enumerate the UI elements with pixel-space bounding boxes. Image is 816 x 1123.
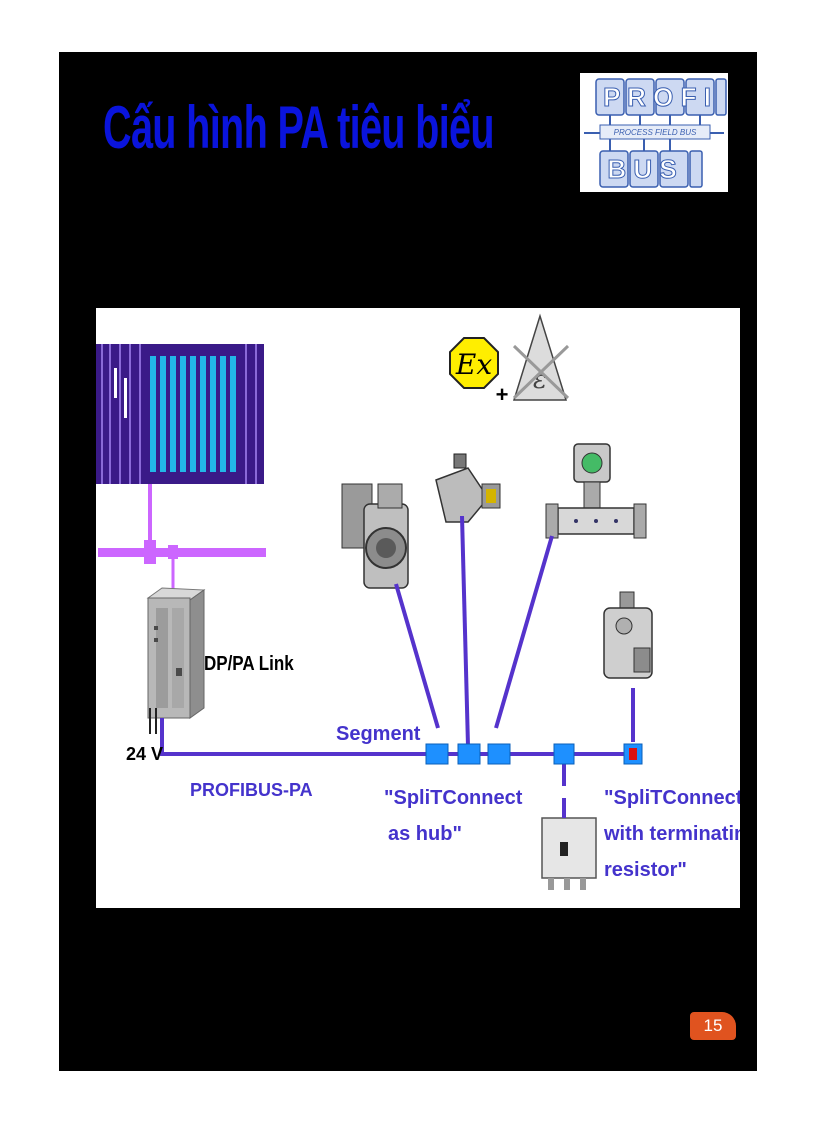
terminator-icon	[623, 743, 643, 765]
network-diagram: Ex + ε	[96, 313, 740, 890]
logo-middle-text: PROCESS FIELD BUS	[614, 128, 697, 137]
segment-label: Segment	[336, 723, 421, 745]
ex-hazard-icon: Ex	[449, 337, 499, 389]
profibus-logo: PROCESS FIELD BUS P R O F I B U S	[580, 73, 728, 192]
valve-actuator-icon	[603, 591, 653, 679]
junction-box-icon	[541, 817, 597, 890]
splitconnect-connector-icon	[425, 743, 575, 765]
profibus-dp-line	[98, 484, 266, 590]
pressure-transmitter-icon	[435, 453, 501, 523]
dp-pa-link-label: DP/PA Link	[204, 652, 294, 675]
profibus-pa-label: PROFIBUS-PA	[190, 780, 313, 800]
logo-top-text: P R O F I	[603, 82, 711, 112]
ex-crossed-icon: ε	[512, 313, 570, 401]
slide-title: Cấu hình PA tiêu biểu	[103, 94, 495, 161]
plus-symbol: +	[496, 382, 509, 407]
term-label-line1: "SpliTConnect	[604, 787, 740, 809]
ex-symbol-text: Ex	[455, 348, 492, 381]
diagram-panel: Ex + ε	[96, 308, 740, 908]
hub-label-line1: "SpliTConnect	[384, 787, 523, 809]
control-system-icon	[96, 344, 264, 484]
dp-pa-link-icon	[146, 587, 206, 734]
pump-actuator-icon	[341, 483, 409, 589]
logo-bottom-text: B U S	[607, 154, 676, 184]
term-label-line2: with terminating	[603, 823, 740, 845]
hub-label-line2: as hub"	[388, 823, 462, 845]
flowmeter-icon	[545, 443, 647, 539]
term-label-line3: resistor"	[604, 859, 687, 881]
voltage-label: 24 V	[126, 744, 163, 764]
page-number-badge: 15	[690, 1012, 736, 1040]
